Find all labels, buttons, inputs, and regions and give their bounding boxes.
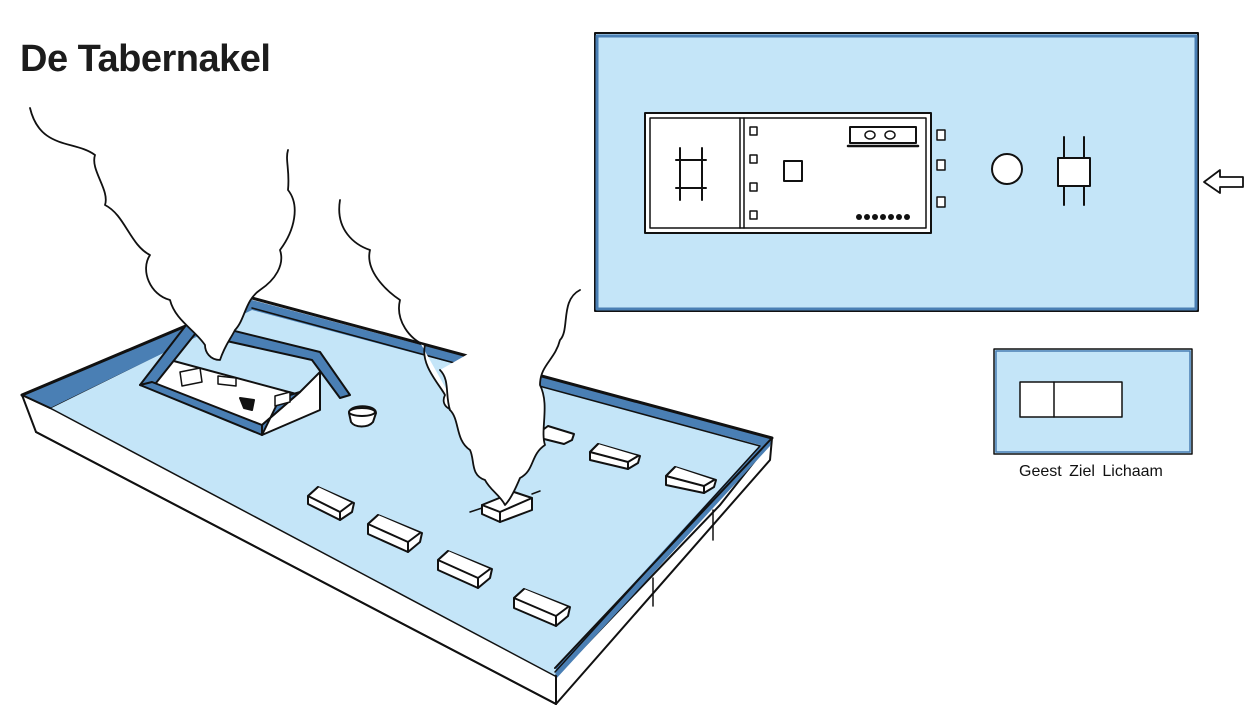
courtyard-rim [22, 300, 772, 680]
pillar [589, 443, 641, 470]
pillar [513, 588, 571, 627]
plan-laver [991, 153, 1023, 185]
plan-view [594, 32, 1199, 312]
legend-label: Geest Ziel Lichaam [1019, 463, 1163, 480]
pillar [437, 550, 493, 589]
pillar [665, 466, 717, 494]
tent-3d [139, 319, 351, 436]
legend-diagram [993, 348, 1193, 455]
courtyard-3d [20, 296, 774, 705]
pillar [307, 486, 355, 521]
plan-ark [675, 147, 707, 201]
plan-incense-altar [783, 160, 803, 182]
smoke-clouds [29, 107, 581, 506]
courtyard-pillars [307, 399, 717, 627]
smoke-cloud-left [29, 107, 296, 361]
legend-tent [1019, 381, 1123, 418]
plan-lampstand [856, 214, 910, 220]
pillar [367, 514, 423, 553]
smoke-cloud-middle [338, 199, 459, 412]
page-title: De Tabernakel [20, 38, 271, 80]
smoke-cloud-right [439, 289, 581, 506]
plan-burnt-altar [1057, 136, 1091, 206]
plan-showbread-table [849, 126, 917, 144]
left-arrow-icon [1203, 169, 1244, 194]
